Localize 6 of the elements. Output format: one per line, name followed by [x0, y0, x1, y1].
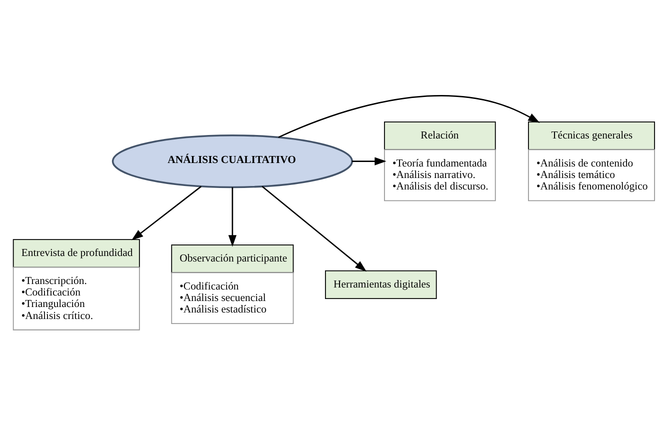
- node-ellipse: ANÁLISIS CUALITATIVO: [112, 134, 353, 188]
- arrow: [352, 157, 386, 166]
- arrow: [262, 186, 367, 272]
- arrow: [228, 187, 237, 247]
- arrow: [278, 95, 540, 138]
- arrow: [132, 186, 202, 240]
